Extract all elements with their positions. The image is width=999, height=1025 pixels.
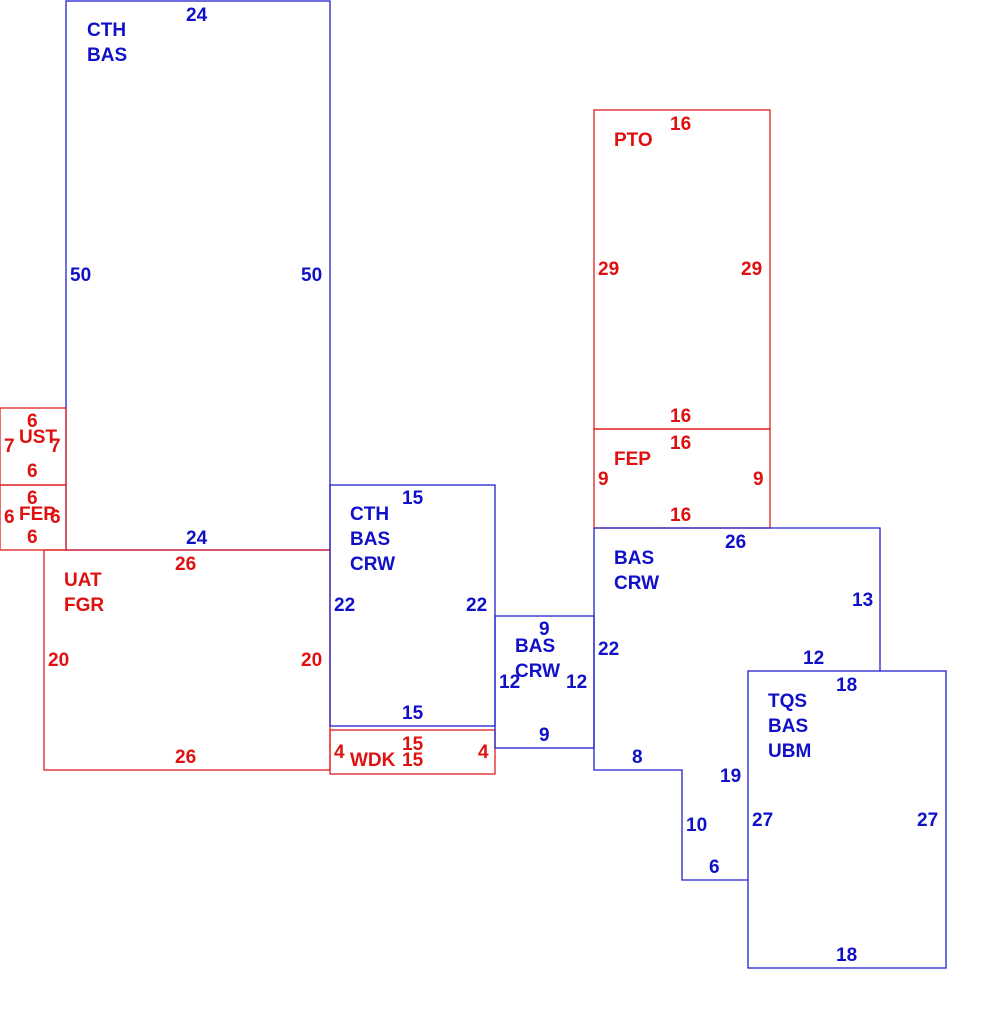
area-label: BAS: [768, 716, 808, 737]
area-label: BAS: [515, 636, 555, 657]
area-label: WDK: [350, 750, 396, 771]
area-label: PTO: [614, 130, 653, 151]
area-label: BAS: [87, 45, 127, 66]
area-label: BAS: [614, 548, 654, 569]
area-label: CTH: [87, 20, 126, 41]
area-outline: [65, 0, 331, 551]
area-pto[interactable]: PTO 16 29 29 16: [593, 109, 771, 430]
dimension-label: 9: [753, 469, 764, 490]
area-wdk[interactable]: WDK 15 4 4 15: [329, 729, 496, 775]
dimension-label: 4: [478, 742, 489, 763]
area-cth-bas-crw[interactable]: CTH BAS CRW 15 22 22 15: [329, 484, 496, 727]
area-ust[interactable]: UST 6 7 7 6: [0, 407, 67, 486]
area-bas-crw-small[interactable]: BAS CRW 9 12 12 9: [494, 615, 595, 749]
dimension-label: 6: [27, 527, 38, 548]
dimension-label: 6: [4, 507, 15, 528]
area-fep-right[interactable]: FEP 16 9 9 16: [593, 428, 771, 529]
area-label: TQS: [768, 691, 807, 712]
dimension-label: 6: [709, 857, 720, 878]
dimension-label: 27: [752, 810, 773, 831]
dimension-label: 24: [186, 5, 208, 26]
dimension-label: 18: [836, 945, 857, 966]
dimension-label: 26: [175, 747, 196, 768]
area-label: CRW: [350, 554, 395, 575]
dimension-label: 24: [186, 528, 208, 549]
area-tqs-bas-ubm[interactable]: TQS BAS UBM 18 27 27 18: [747, 670, 947, 969]
dimension-label: 6: [27, 461, 38, 482]
area-label: BAS: [350, 529, 390, 550]
dimension-label: 27: [917, 810, 938, 831]
dimension-label: 13: [852, 590, 873, 611]
dimension-label: 19: [720, 766, 741, 787]
dimension-label: 9: [539, 619, 550, 640]
area-label: CTH: [350, 504, 389, 525]
area-outline: [0, 484, 67, 551]
area-outline: [594, 527, 881, 671]
dimension-label: 22: [466, 595, 487, 616]
dimension-label: 15: [402, 703, 424, 724]
area-fep-left[interactable]: FEP 6 6 6 6: [0, 484, 67, 551]
area-bas-crw-large[interactable]: BAS CRW 26 13 12 19 22 8 10 6: [593, 527, 881, 881]
area-outline: [593, 528, 748, 881]
area-label: CRW: [614, 573, 659, 594]
dimension-label: 10: [686, 815, 707, 836]
dimension-label: 50: [301, 265, 322, 286]
dimension-label: 50: [70, 265, 91, 286]
dimension-label: 26: [175, 554, 196, 575]
dimension-label: 6: [50, 507, 61, 528]
dimension-label: 9: [598, 469, 609, 490]
area-label: UAT: [64, 570, 102, 591]
dimension-label: 15: [402, 750, 424, 771]
dimension-label: 6: [27, 488, 38, 509]
dimension-label: 20: [48, 650, 69, 671]
area-label: FEP: [19, 504, 56, 525]
dimension-label: 15: [402, 734, 424, 755]
dimension-label: 12: [566, 672, 587, 693]
dimension-label: 16: [670, 505, 691, 526]
dimension-label: 15: [402, 488, 424, 509]
dimension-label: 4: [334, 742, 345, 763]
area-label: CRW: [515, 661, 560, 682]
dimension-label: 16: [670, 406, 691, 427]
dimension-label: 26: [725, 532, 746, 553]
dimension-label: 29: [598, 259, 619, 280]
dimension-label: 22: [598, 639, 619, 660]
area-uat-fgr[interactable]: UAT FGR 26 20 20 26: [43, 549, 331, 771]
area-label: UST: [19, 427, 57, 448]
dimension-label: 12: [499, 672, 520, 693]
dimension-label: 22: [334, 595, 355, 616]
area-cth-bas[interactable]: CTH BAS 24 50 50 24: [65, 0, 331, 551]
dimension-label: 20: [301, 650, 322, 671]
dimension-label: 9: [539, 725, 550, 746]
dimension-label: 6: [27, 411, 38, 432]
dimension-label: 18: [836, 675, 857, 696]
dimension-label: 29: [741, 259, 762, 280]
area-label: FGR: [64, 595, 104, 616]
dimension-label: 16: [670, 114, 691, 135]
dimension-label: 12: [803, 648, 824, 669]
dimension-label: 16: [670, 433, 691, 454]
area-outline: [329, 484, 496, 727]
dimension-label: 7: [50, 436, 61, 457]
dimension-label: 7: [4, 436, 15, 457]
area-outline: [747, 670, 947, 969]
area-label: UBM: [768, 741, 811, 762]
dimension-label: 8: [632, 747, 643, 768]
area-outline: [329, 729, 496, 775]
area-label: FEP: [614, 449, 651, 470]
